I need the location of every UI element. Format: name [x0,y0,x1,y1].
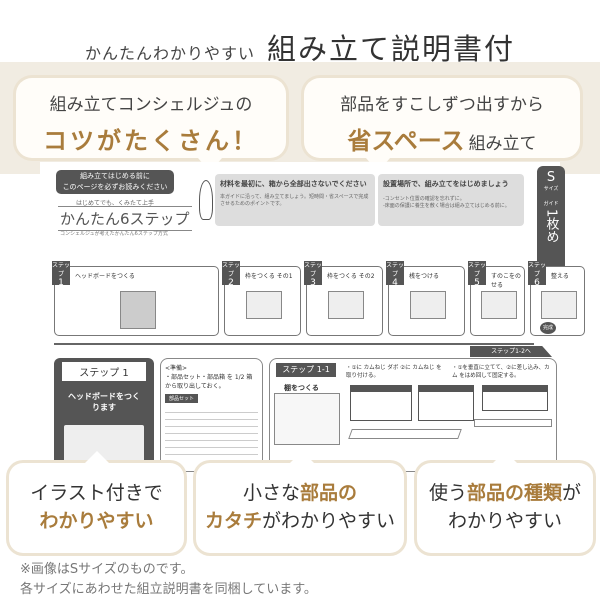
guide-label: ガイド [543,201,559,207]
parts-set-label: 部品セット [165,394,199,403]
shelf-drawing [274,393,340,445]
step1-label: ステップ 1 [62,362,146,381]
point-box [350,385,412,421]
feature-highlight: カタチ [204,510,262,532]
feature-text: がわかりやすい [262,510,396,532]
feature-card-3: 使う部品の種類が わかりやすい [417,451,593,553]
instruction-1: ・①に カムねじ ダボ ②に カムねじ を取り付ける。 [346,365,442,379]
caution-body: -床面の保護に養生を敷く場合は組み立てはじめる前に。 [383,203,510,209]
bed-drawing [409,291,446,319]
page-title: かんたんわかりやすい組み立て説明書付 [0,26,600,68]
caution-body: -コンセント位置の確認を忘れずに。 [383,196,465,202]
step-title: 整える [551,273,569,280]
point-box [482,385,548,411]
card-tail [493,451,517,463]
step-title: すのこをのせる [491,273,522,289]
caution-box-2: 設置場所で、組み立てをはじめましょう -コンセント位置の確認を忘れずに。 -床面… [378,174,524,226]
bubble-left-line1: 組み立てコンシェルジュの [49,95,253,115]
bed-drawing [540,291,577,319]
caution-box-1: 材料を最初に、箱から全部出さないでください 本ガイドに沿って、組み立てましょう。… [215,174,375,226]
bubble-left-line2: コツがたくさん！ [43,127,259,155]
step-title: ヘッドボードをつくる [75,273,135,280]
bubble-right-gold: 省スペース [347,127,465,155]
size-letter: S [546,170,556,185]
feature-text: わかりやすい [447,510,562,532]
feature-highlight: わかりやすい [39,510,154,532]
bubble-right-line1: 部品をすこしずつ出すから [340,95,544,115]
feature-text: 小さな [242,482,300,504]
instruction-2: ・①を垂直に立てて、②に差し込み、カム をはめ回して固定する。 [452,365,550,379]
sub-step-title: 棚をつくる [284,384,319,392]
step-title: 桟をつける [409,273,440,280]
caution-title: 設置場所で、組み立てをはじめましょう [383,180,509,188]
sub-step-label: ステップ 1-1 [276,363,336,377]
card-tail [85,451,109,463]
prep-title: <準備> [165,365,188,372]
caution-title: 材料を最初に、箱から全部出さないでください [220,180,367,188]
manual-illustration: 組み立てはじめる前にこのページを必ずお読みください はじめてでも、くみたて上手 … [40,162,585,475]
parts-drawing [165,406,258,456]
note-line-2: 各サイズにあわせた組立説明書を同梱しています。 [20,582,317,597]
size-label: サイズ [543,186,559,192]
bed-drawing [480,291,517,319]
prep-panel: <準備> ・部品セット・部品箱 を 1/2 箱から取り出しておく。 部品セット [160,358,263,472]
board-drawing [348,429,462,439]
bubble-left: 組み立てコンシェルジュの コツがたくさん！ [16,78,286,172]
six-steps-logo: かんたん6ステップ [58,206,192,231]
feature-text: イラスト付きで [30,482,163,504]
feature-highlight: 部品の種類 [466,482,562,504]
concierge-icon [199,180,213,220]
feature-text: 使う [428,482,467,504]
feature-card-2: 小さな部品の カタチがわかりやすい [196,451,404,553]
bed-drawing [327,291,364,319]
read-first-badge: 組み立てはじめる前にこのページを必ずお読みください [56,170,174,194]
step-title: 枠をつくる その2 [327,273,375,280]
bed-drawing [119,291,156,329]
badge-line: 組み立てはじめる前に [80,172,150,180]
title-big: 組み立て説明書付 [267,32,516,66]
feature-card-1: イラスト付きで わかりやすい [9,451,184,553]
manual-desc: コンシェルジュが考えたかんたん6ステップ方式 [60,231,168,237]
card-tail [290,451,314,463]
bubble-right: 部品をすこしずつ出すから 省スペース組み立て [304,78,580,172]
step-title: 枠をつくる その1 [245,273,293,280]
feature-highlight: 部品の [300,482,358,504]
done-badge: 完成 [540,322,556,334]
feature-text: が [562,482,582,504]
prep-body: ・部品セット・部品箱 を 1/2 箱から取り出しておく。 [165,374,253,390]
title-small: かんたんわかりやすい [84,44,255,63]
manual-subtitle: はじめてでも、くみたて上手 [76,200,155,207]
bed-drawing [245,291,282,319]
badge-line: このページを必ずお読みください [62,183,168,191]
next-step-arrow: ステップ1-2へ [470,346,552,357]
board-drawing [474,419,552,427]
point-box [418,385,474,421]
guide-count: 1枚め [543,209,559,244]
divider [54,343,534,345]
caution-body: 本ガイドに沿って、組み立てましょう。短時間・省スペースで完成させるためのポイント… [220,194,369,207]
note-line-1: ※画像はSサイズのものです。 [20,562,194,577]
step1-sub: ヘッドボードをつくります [68,392,140,412]
bubble-right-rest: 組み立て [468,134,537,154]
